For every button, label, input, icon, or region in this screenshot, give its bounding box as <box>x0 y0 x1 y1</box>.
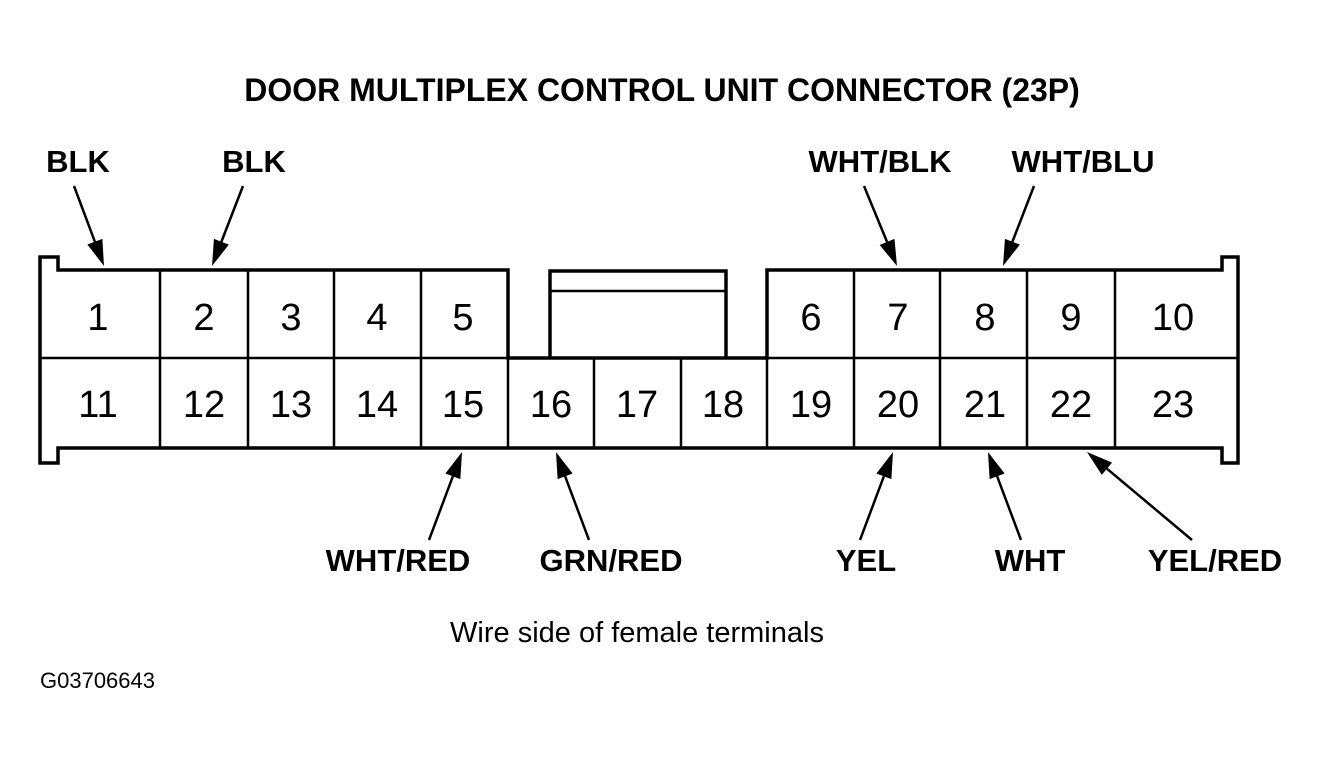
arrow-head <box>212 238 229 266</box>
arrow-head <box>876 452 893 480</box>
arrow-head <box>445 452 462 480</box>
terminal-16: 16 <box>530 384 572 426</box>
wire-label-terminal-1: BLK <box>46 144 110 179</box>
terminal-18: 18 <box>702 384 744 426</box>
terminal-2: 2 <box>193 297 214 339</box>
wire-label-terminal-20: YEL <box>836 543 896 578</box>
arrow-terminal-8 <box>1003 185 1036 266</box>
terminal-15: 15 <box>442 384 484 426</box>
leader-arrows <box>72 185 1193 541</box>
arrow-shaft <box>1106 467 1193 541</box>
figure-id: G03706643 <box>40 668 155 693</box>
terminal-20: 20 <box>877 384 919 426</box>
terminal-14: 14 <box>356 384 398 426</box>
arrow-head <box>1003 238 1020 266</box>
terminal-3: 3 <box>280 297 301 339</box>
arrow-head <box>556 452 573 480</box>
terminal-4: 4 <box>366 297 387 339</box>
wire-label-terminal-7: WHT/BLK <box>809 144 953 179</box>
terminal-19: 19 <box>790 384 832 426</box>
arrow-head <box>879 238 897 266</box>
terminal-12: 12 <box>183 384 225 426</box>
diagram-title: DOOR MULTIPLEX CONTROL UNIT CONNECTOR (2… <box>244 72 1080 108</box>
terminal-6: 6 <box>800 297 821 339</box>
terminal-21: 21 <box>964 384 1006 426</box>
terminal-8: 8 <box>974 297 995 339</box>
terminal-cells <box>158 270 1117 448</box>
wire-label-terminal-21: WHT <box>995 543 1066 578</box>
terminal-17: 17 <box>616 384 658 426</box>
arrow-head <box>87 238 104 266</box>
arrow-terminal-22 <box>1087 452 1193 541</box>
terminal-23: 23 <box>1152 384 1194 426</box>
arrow-shaft <box>858 475 886 541</box>
arrow-head <box>988 452 1005 480</box>
terminal-7: 7 <box>887 297 908 339</box>
terminal-13: 13 <box>270 384 312 426</box>
connector-body <box>38 255 1240 465</box>
arrow-shaft <box>427 475 455 541</box>
wire-label-terminal-22: YEL/RED <box>1148 543 1282 578</box>
arrow-terminal-2 <box>212 185 245 266</box>
arrow-terminal-20 <box>858 452 893 541</box>
arrow-terminal-16 <box>556 452 591 541</box>
wire-label-terminal-8: WHT/BLU <box>1012 144 1155 179</box>
terminal-5: 5 <box>452 297 473 339</box>
terminal-22: 22 <box>1050 384 1092 426</box>
wire-label-terminal-16: GRN/RED <box>540 543 683 578</box>
arrow-terminal-1 <box>72 185 104 266</box>
arrow-shaft <box>72 185 97 243</box>
arrow-head <box>1087 452 1113 475</box>
arrow-shaft <box>220 185 245 243</box>
terminal-1: 1 <box>87 297 108 339</box>
terminal-10: 10 <box>1152 297 1194 339</box>
arrow-shaft <box>563 475 591 541</box>
arrow-terminal-7 <box>862 185 897 266</box>
terminal-11: 11 <box>78 384 117 426</box>
arrow-shaft <box>1011 185 1036 243</box>
arrow-shaft <box>862 185 889 243</box>
terminals: 1 2 3 4 5 6 7 8 9 10 11 12 13 14 15 16 1… <box>78 297 1194 426</box>
arrow-terminal-21 <box>988 452 1023 541</box>
arrow-terminal-15 <box>427 452 462 541</box>
connector-lock-tab <box>548 269 728 358</box>
wire-label-terminal-15: WHT/RED <box>326 543 471 578</box>
wire-label-terminal-2: BLK <box>222 144 286 179</box>
arrow-shaft <box>995 475 1023 541</box>
diagram-caption: Wire side of female terminals <box>450 617 824 649</box>
terminal-9: 9 <box>1060 297 1081 339</box>
connector-outline <box>38 255 1240 465</box>
wire-labels: BLK BLK WHT/BLK WHT/BLU WHT/RED GRN/RED … <box>46 144 1282 578</box>
